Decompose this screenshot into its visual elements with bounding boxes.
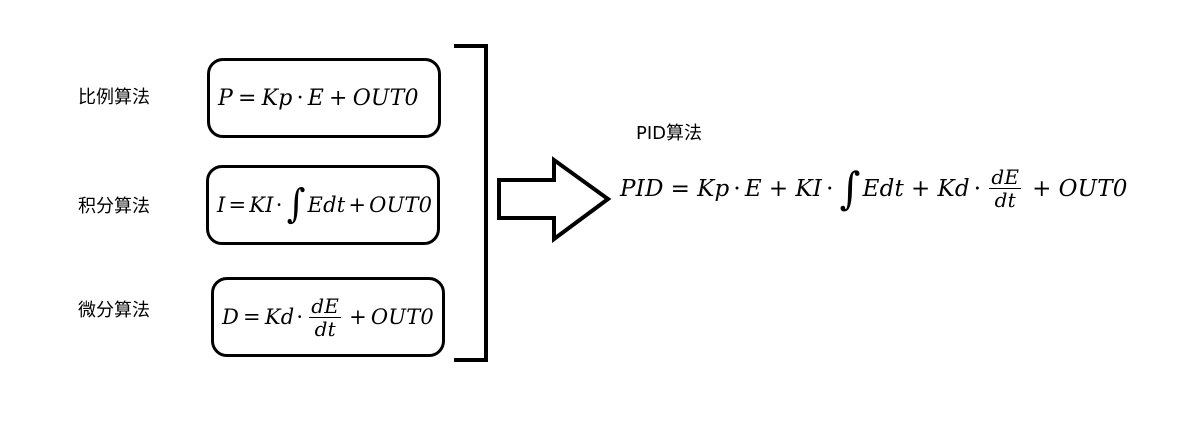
grouping-bracket (454, 44, 488, 362)
plus-sign: + (348, 193, 367, 217)
formula-symbol: OUT0 (1058, 175, 1128, 202)
dot-operator: · (296, 85, 304, 111)
formula-symbol: E (307, 85, 325, 111)
formula-symbol: PID (620, 175, 664, 202)
plus-sign: + (329, 85, 348, 111)
plus-sign: + (349, 305, 367, 329)
equals-sign: = (243, 305, 261, 329)
formula-symbol: P (218, 85, 234, 111)
integral-sign: ∫ (839, 163, 861, 214)
formula-symbol: OUT0 (370, 305, 434, 329)
formula-symbol: OUT0 (369, 193, 433, 217)
proportional-formula: P = Kp · E + OUT0 (218, 86, 419, 111)
plus-sign: + (768, 175, 789, 202)
pid-formula-container: PID = Kp · E + KI · ∫ Edt + Kd · dE dt +… (620, 166, 1128, 211)
formula-symbol: D (222, 305, 240, 329)
integral-formula: I = KI · ∫ Edt + OUT0 (217, 181, 433, 227)
pid-label: PID算法 (636, 123, 703, 144)
formula-symbol: Edt (307, 193, 346, 217)
proportional-formula-box: P = Kp · E + OUT0 (207, 58, 441, 138)
dot-operator: · (296, 305, 304, 329)
integral-label: 积分算法 (78, 196, 150, 217)
dot-operator: · (973, 175, 982, 202)
equals-sign: = (228, 193, 247, 217)
equals-sign: = (238, 85, 257, 111)
derivative-formula: D = Kd · dE dt + OUT0 (222, 295, 434, 340)
formula-symbol: Edt (862, 175, 904, 202)
integral-sign: ∫ (286, 181, 306, 227)
integral-formula-box: I = KI · ∫ Edt + OUT0 (206, 165, 440, 245)
dot-operator: · (733, 175, 741, 202)
right-arrow-icon (497, 156, 612, 243)
formula-symbol: Kp (697, 175, 730, 202)
formula-symbol: KI (795, 175, 823, 202)
pid-derivative-fraction: dE dt (989, 165, 1022, 212)
dot-operator: · (826, 175, 834, 202)
derivative-fraction: dE dt (309, 293, 342, 341)
derivative-label: 微分算法 (78, 300, 150, 321)
equals-sign: = (670, 175, 691, 202)
formula-symbol: Kp (261, 85, 293, 111)
plus-sign: + (911, 175, 931, 202)
plus-sign: + (1032, 175, 1052, 202)
formula-symbol: OUT0 (352, 85, 419, 111)
dot-operator: · (275, 193, 283, 217)
formula-symbol: Kd (937, 175, 970, 202)
formula-symbol: Kd (264, 305, 295, 329)
fraction-denominator: dt (314, 316, 336, 341)
pid-formula: PID = Kp · E + KI · ∫ Edt + Kd · dE dt +… (620, 166, 1128, 211)
formula-symbol: KI (249, 193, 274, 217)
proportional-label: 比例算法 (78, 87, 150, 108)
formula-symbol: I (217, 193, 226, 217)
formula-symbol: E (744, 175, 762, 202)
fraction-denominator: dt (994, 188, 1016, 212)
fraction-numerator: dE (309, 293, 342, 318)
fraction-numerator: dE (989, 165, 1022, 189)
derivative-formula-box: D = Kd · dE dt + OUT0 (211, 277, 445, 357)
